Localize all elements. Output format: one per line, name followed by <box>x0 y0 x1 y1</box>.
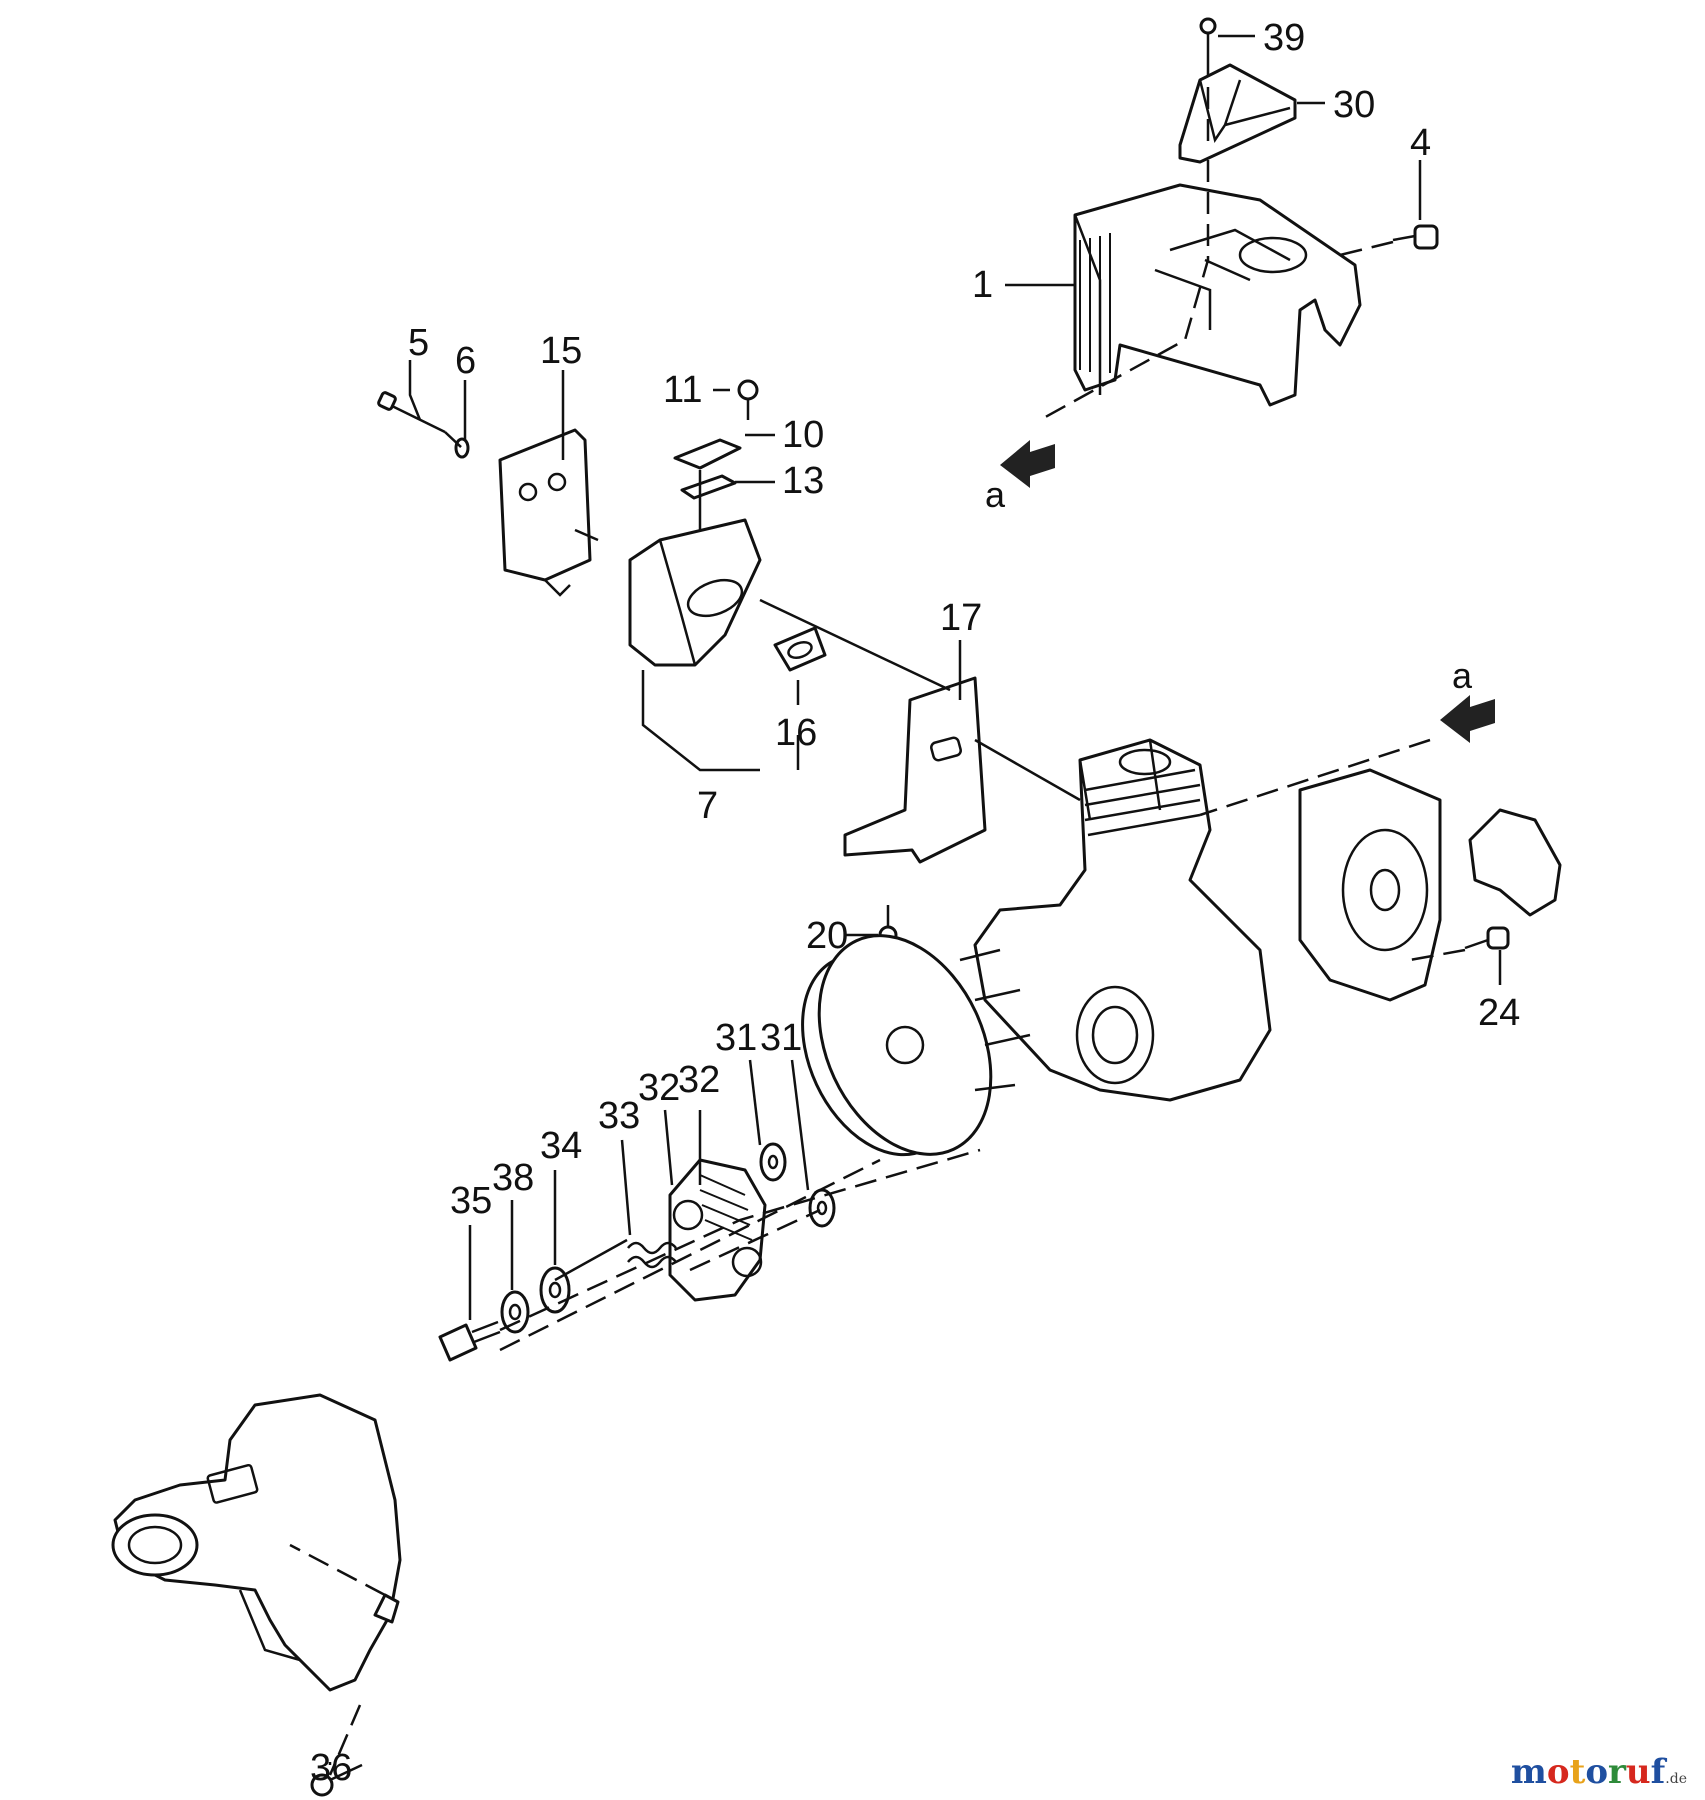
watermark-tld: .de <box>1665 1771 1687 1787</box>
callout-36: 36 <box>310 1747 352 1789</box>
callout-11: 11 <box>663 369 702 411</box>
callout-30: 30 <box>1333 84 1375 126</box>
muffler-cover-part <box>498 428 592 597</box>
cylinder-crankcase-part <box>973 738 1272 1102</box>
washer-6-part <box>454 437 470 459</box>
callout-labels: 39 30 4 1 5 6 15 11 10 13 17 16 7 20 24 … <box>310 17 1520 1789</box>
callout-35: 35 <box>450 1180 492 1222</box>
callout-1: 1 <box>972 264 993 306</box>
washer-31-upper-part <box>759 1142 787 1182</box>
callout-13: 13 <box>782 460 824 502</box>
watermark-letter: f <box>1650 1752 1666 1792</box>
callout-16: 16 <box>775 712 817 754</box>
callout-31-left: 31 <box>715 1017 757 1059</box>
motoruf-watermark-logo: motoruf.de <box>1511 1752 1687 1792</box>
washer-31-lower-part <box>808 1188 836 1228</box>
watermark-letter: t <box>1569 1752 1586 1792</box>
clutch-spring-part <box>627 1241 677 1269</box>
callout-33: 33 <box>598 1095 640 1137</box>
washer-38-part <box>500 1290 530 1334</box>
watermark-letter: m <box>1510 1752 1547 1792</box>
callout-31-right: 31 <box>760 1017 802 1059</box>
callout-4: 4 <box>1410 122 1431 164</box>
callout-32-right: 32 <box>678 1059 720 1101</box>
bolt-5-part <box>377 391 446 434</box>
engine-cover-part <box>1073 183 1362 407</box>
callout-10: 10 <box>782 414 824 456</box>
callout-7: 7 <box>697 785 718 827</box>
recoil-starter-part <box>1298 768 1562 1002</box>
bolt-35-part <box>438 1320 501 1362</box>
watermark-letter: r <box>1608 1752 1626 1792</box>
watermark-letter: o <box>1585 1752 1608 1792</box>
clutch-housing-part <box>111 1393 402 1692</box>
callout-24: 24 <box>1478 992 1520 1034</box>
screw-36-part <box>310 1763 363 1797</box>
callout-leaders <box>328 34 1502 1765</box>
muffler-part <box>628 518 762 667</box>
callout-20: 20 <box>806 915 848 957</box>
heat-shield-part <box>843 676 987 864</box>
callout-15: 15 <box>540 330 582 372</box>
callout-6: 6 <box>455 340 476 382</box>
view-label-a-top: a <box>985 474 1006 515</box>
callout-38: 38 <box>492 1157 534 1199</box>
watermark-letter: u <box>1625 1752 1651 1792</box>
view-arrow-a-right <box>1440 695 1495 743</box>
callout-34: 34 <box>540 1125 582 1167</box>
assembly-lines <box>289 55 1466 1776</box>
callout-39: 39 <box>1263 17 1305 59</box>
callout-5: 5 <box>408 322 429 364</box>
view-label-a-right: a <box>1452 655 1473 696</box>
callout-17: 17 <box>940 597 982 639</box>
screw-39-part <box>1199 17 1217 55</box>
view-arrow-a-top <box>1000 440 1055 488</box>
gasket-16-part <box>773 626 827 672</box>
watermark-letter: o <box>1546 1752 1570 1792</box>
callout-32-left: 32 <box>638 1067 680 1109</box>
top-cover-part <box>1178 63 1297 164</box>
bolt-4-part <box>1392 224 1439 250</box>
flywheel-part <box>801 934 1031 1157</box>
bolt-24-part <box>1464 926 1510 950</box>
